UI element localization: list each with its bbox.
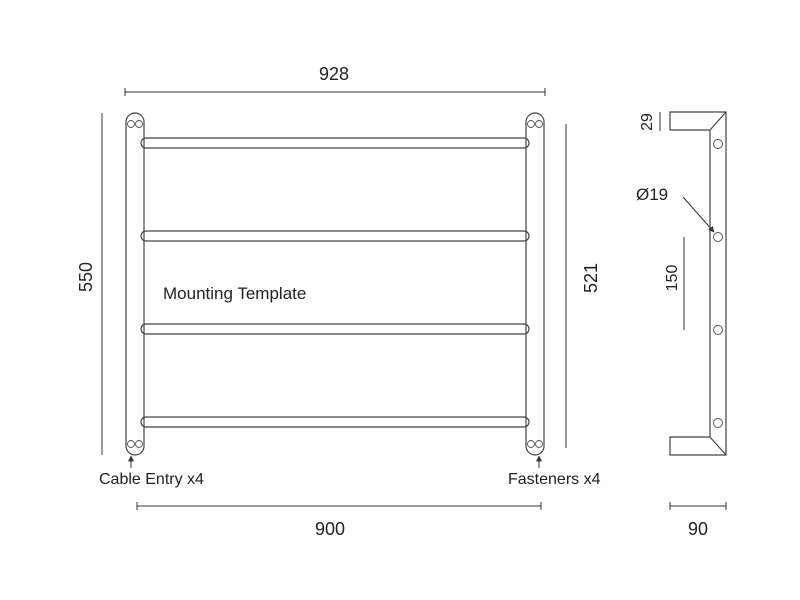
cable-entry-hole bbox=[127, 120, 143, 128]
overall-height-value: 550 bbox=[76, 262, 96, 292]
overall-height-dimension: 550 bbox=[76, 113, 103, 455]
fastener-hole bbox=[527, 440, 543, 448]
depth-dimension: 90 bbox=[669, 502, 727, 539]
side-hole bbox=[713, 232, 723, 242]
hole-diameter-value: Ø19 bbox=[636, 185, 668, 204]
fasteners-label: Fasteners x4 bbox=[508, 471, 601, 488]
bracket-height-dimension: 29 bbox=[639, 112, 661, 131]
depth-value: 90 bbox=[688, 519, 708, 539]
rail bbox=[140, 230, 530, 242]
bracket-height-value: 29 bbox=[639, 113, 656, 131]
side-profile bbox=[669, 111, 727, 456]
left-post bbox=[125, 112, 145, 456]
rail-height-value: 521 bbox=[581, 263, 601, 293]
front-view: Mounting Template bbox=[125, 112, 545, 456]
side-hole bbox=[713, 325, 723, 335]
hole-diameter-callout: Ø19 bbox=[636, 185, 715, 233]
rail-height-dimension: 521 bbox=[565, 124, 601, 448]
cable-entry-label: Cable Entry x4 bbox=[99, 471, 204, 488]
overall-width-dimension: 928 bbox=[124, 64, 546, 96]
right-post bbox=[525, 112, 545, 456]
rail bbox=[140, 416, 530, 428]
cable-entry-callout: Cable Entry x4 bbox=[99, 455, 204, 488]
template-label: Mounting Template bbox=[163, 284, 306, 303]
centers-width-value: 900 bbox=[315, 519, 345, 539]
fastener-hole bbox=[527, 120, 543, 128]
cable-entry-hole bbox=[127, 440, 143, 448]
rail bbox=[140, 323, 530, 335]
side-hole bbox=[713, 418, 723, 428]
centers-width-dimension: 900 bbox=[136, 502, 542, 539]
fasteners-callout: Fasteners x4 bbox=[508, 455, 601, 488]
side-hole bbox=[713, 139, 723, 149]
overall-width-value: 928 bbox=[319, 64, 349, 84]
side-view bbox=[669, 111, 727, 456]
rail bbox=[140, 137, 530, 149]
hole-spacing-dimension: 150 bbox=[664, 237, 685, 330]
hole-spacing-value: 150 bbox=[664, 265, 681, 292]
